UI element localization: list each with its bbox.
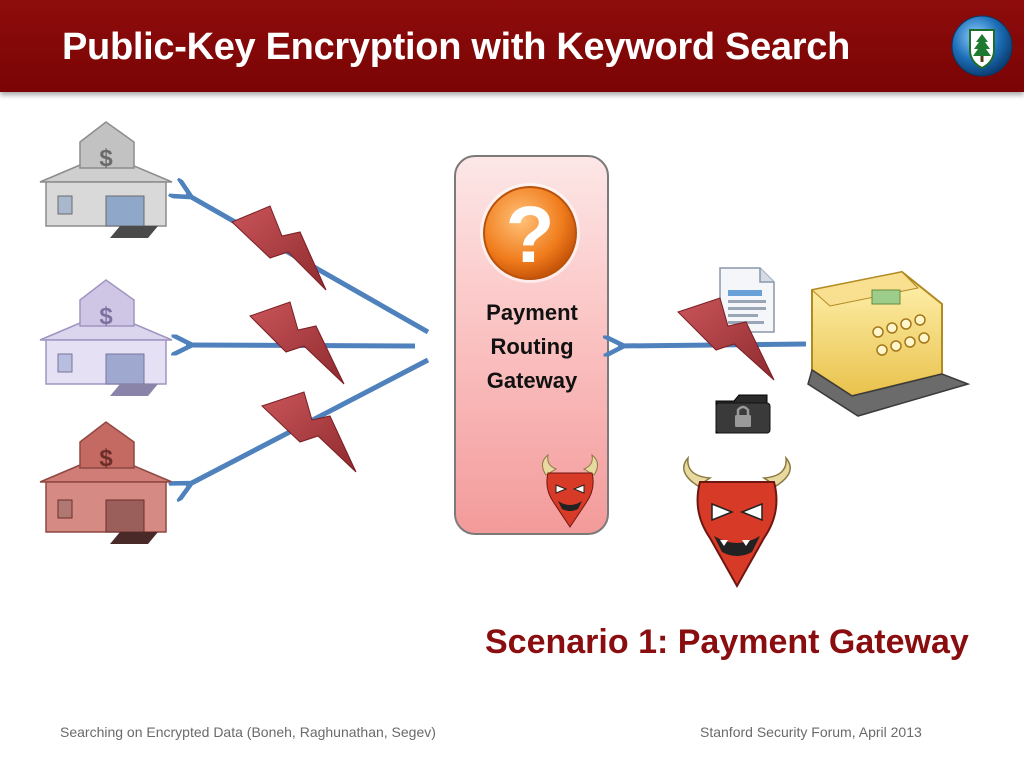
slide-title: Public-Key Encryption with Keyword Searc… [62, 26, 850, 68]
bank-icon: $ [39, 421, 173, 544]
lightning-bolt-icon [231, 205, 327, 291]
footer-citation: Searching on Encrypted Data (Boneh, Ragh… [60, 724, 436, 740]
gateway-label-line: Gateway [486, 368, 578, 393]
gateway-label-line: Payment [486, 300, 578, 325]
lightning-bolt-icon [261, 391, 357, 473]
gateway-label-line: Routing [490, 334, 574, 359]
stanford-logo [951, 15, 1013, 77]
scenario-caption: Scenario 1: Payment Gateway [485, 623, 969, 661]
dollar-sign: $ [99, 445, 113, 472]
title-bar: Public-Key Encryption with Keyword Searc… [0, 0, 1024, 92]
bank-icon: $ [39, 279, 173, 396]
footer-event: Stanford Security Forum, April 2013 [700, 724, 922, 740]
bank-icon: $ [39, 121, 173, 238]
padlock-folder-icon [715, 394, 771, 434]
cash-register-icon [807, 270, 971, 417]
dollar-sign: $ [99, 303, 113, 330]
lightning-bolt-icon [677, 297, 775, 381]
lightning-bolt-icon [249, 301, 345, 385]
devil-icon [683, 455, 791, 589]
question-mark: ? [506, 190, 555, 279]
question-icon: ? [480, 183, 580, 283]
dollar-sign: $ [99, 145, 113, 172]
devil-icon [542, 453, 598, 528]
gateway-label: Payment Routing Gateway [462, 296, 602, 398]
document-icon [719, 267, 775, 333]
